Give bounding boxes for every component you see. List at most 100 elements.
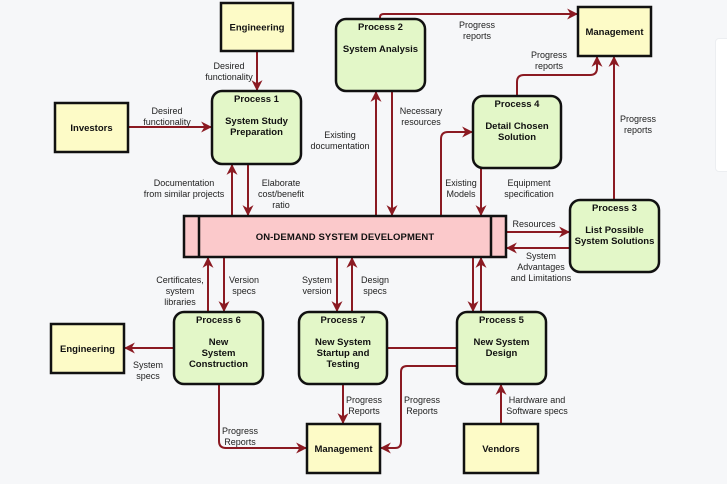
- process-name-line: System Solutions: [575, 236, 655, 247]
- central-data-store[interactable]: ON-DEMAND SYSTEM DEVELOPMENT: [182, 214, 508, 259]
- flow-label-line: reports: [535, 61, 564, 71]
- flow-lines: [123, 8, 620, 454]
- entity-engineering-top[interactable]: Engineering: [219, 1, 295, 53]
- flow-label-line: Reports: [406, 406, 438, 416]
- process-name-line: Construction: [189, 359, 248, 370]
- central-store-label: ON-DEMAND SYSTEM DEVELOPMENT: [256, 232, 435, 243]
- process-name-line: System Analysis: [343, 44, 418, 55]
- flow-label-line: and Limitations: [511, 273, 572, 283]
- entity-investors[interactable]: Investors: [53, 101, 130, 154]
- flow-label-line: cost/benefit: [258, 189, 305, 199]
- flow-label-line: Advantages: [517, 262, 565, 272]
- entity-vendors[interactable]: Vendors: [462, 422, 540, 475]
- flow-label-line: functionality: [143, 117, 191, 127]
- flow-label-line: Progress: [459, 20, 496, 30]
- flow-label-line: functionality: [205, 72, 253, 82]
- flow-label-line: Existing: [445, 178, 477, 188]
- entity-management-top[interactable]: Management: [576, 5, 653, 58]
- process-name-line: Design: [486, 348, 518, 359]
- flow-label-line: ratio: [272, 200, 290, 210]
- process-name-line: Startup and: [317, 348, 370, 359]
- process-number: Process 4: [495, 99, 541, 110]
- flow-label-line: Reports: [348, 406, 380, 416]
- flow-label-line: reports: [624, 125, 653, 135]
- flow-label-line: System: [302, 275, 332, 285]
- process-number: Process 5: [479, 315, 525, 326]
- flow-label-line: Equipment: [507, 178, 551, 188]
- flow-label-line: System: [133, 360, 163, 370]
- flow-label-line: Version: [229, 275, 259, 285]
- process-number: Process 7: [321, 315, 366, 326]
- entity-label: Management: [314, 444, 373, 455]
- flow-label-line: Resources: [512, 219, 556, 229]
- flow-label-line: Progress: [620, 114, 657, 124]
- process-number: Process 1: [234, 94, 280, 105]
- process-name-line: Preparation: [230, 127, 283, 138]
- flow-p2-to-management: [379, 8, 579, 20]
- process-name-line: System: [202, 348, 236, 359]
- flow-label-line: Certificates,: [156, 275, 204, 285]
- flow-p5-to-management: [379, 365, 457, 454]
- process-name-line: New: [209, 337, 229, 348]
- flow-label-line: resources: [401, 117, 441, 127]
- process-name-line: Detail Chosen: [485, 121, 549, 132]
- flow-label-line: specs: [232, 286, 256, 296]
- flow-label-line: Necessary: [400, 106, 443, 116]
- flow-label-line: Elaborate: [262, 178, 301, 188]
- flow-label-line: Documentation: [154, 178, 215, 188]
- flow-label-line: specs: [136, 371, 160, 381]
- flow-store-to-p4: [440, 126, 474, 216]
- flow-label-line: Progress: [346, 395, 383, 405]
- process-number: Process 6: [196, 315, 241, 326]
- process-name-line: Solution: [498, 132, 536, 143]
- entity-management-bottom[interactable]: Management: [305, 422, 382, 475]
- flow-label-line: Progress: [222, 426, 259, 436]
- flow-label-line: from similar projects: [144, 189, 225, 199]
- flow-label-line: reports: [463, 31, 492, 41]
- flow-label-line: version: [302, 286, 331, 296]
- entity-label: Management: [585, 27, 644, 38]
- entity-label: Investors: [70, 123, 112, 134]
- entity-engineering-left[interactable]: Engineering: [49, 322, 126, 375]
- flow-label-line: Progress: [404, 395, 441, 405]
- flow-label-line: documentation: [310, 141, 369, 151]
- flow-label-line: Hardware and: [509, 395, 566, 405]
- process-name-line: New System: [315, 337, 371, 348]
- process-name-line: New System: [474, 337, 530, 348]
- entity-label: Vendors: [482, 444, 520, 455]
- flow-label-line: Desired: [151, 106, 182, 116]
- flow-label-line: system: [166, 286, 195, 296]
- flow-label-line: Desired: [213, 61, 244, 71]
- flow-label-line: System: [526, 251, 556, 261]
- side-panel-edge: [715, 38, 727, 172]
- flow-label-line: Design: [361, 275, 389, 285]
